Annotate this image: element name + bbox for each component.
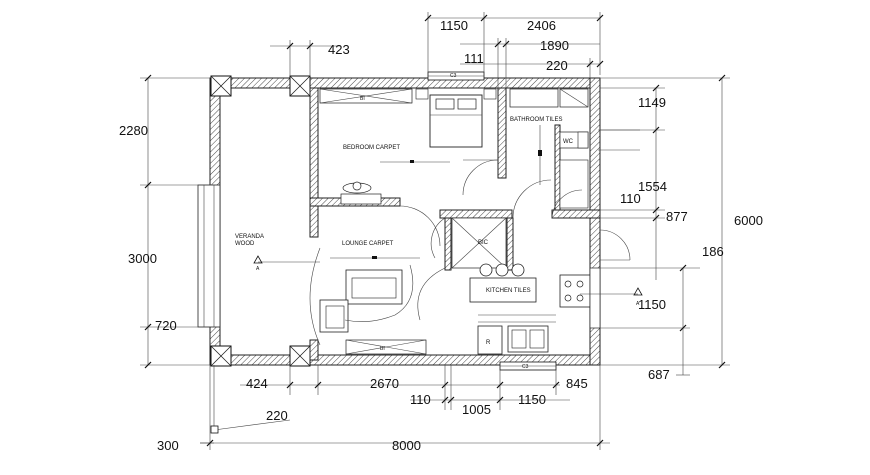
- bic-label: BIC: [478, 240, 489, 246]
- window-tag-c3-top: C3: [450, 73, 457, 79]
- bedroom-label: BEDROOM CARPET: [343, 145, 400, 151]
- bathroom-label: BATHROOM TILES: [510, 117, 562, 123]
- bathroom: BATHROOM TILES WC: [509, 88, 640, 219]
- veranda-label-2: WOOD: [235, 241, 255, 247]
- fridge-label: R: [486, 340, 491, 346]
- dim-top-220: 220: [546, 58, 568, 73]
- dim-right-1554: 1554: [638, 179, 667, 194]
- section-markers: A A: [253, 255, 643, 307]
- dim-right-110: 110: [620, 191, 641, 206]
- dim-top-423: 423: [328, 42, 350, 57]
- dim-bottom-1005: 1005: [462, 402, 491, 417]
- dim-bottom-424: 424: [246, 376, 268, 391]
- dim-top-111: 111: [464, 51, 484, 66]
- dim-right-687: 687: [648, 367, 670, 382]
- dim-left-3000: 3000: [128, 251, 157, 266]
- dim-right-877: 877: [666, 209, 688, 224]
- reference-marker: [210, 425, 219, 434]
- veranda: VERANDA WOOD: [235, 234, 264, 247]
- cupboard-tag-bi-bottom: BI: [380, 346, 385, 352]
- section-marker-left: A: [256, 266, 260, 272]
- window-tag-c3-bottom: C3: [522, 364, 529, 370]
- dim-bottom-2670: 2670: [370, 376, 399, 391]
- lounge-label: LOUNGE CARPET: [342, 241, 394, 247]
- dim-top-1150: 1150: [440, 18, 468, 33]
- dim-bottom-220: 220: [266, 408, 288, 423]
- dim-right-1149: 1149: [638, 95, 666, 110]
- interior-walls: [309, 87, 601, 361]
- dim-right-1150: 1150: [638, 297, 666, 312]
- kitchen-label: KITCHEN TILES: [486, 288, 531, 294]
- built-in-cupboard: BIC: [430, 217, 507, 269]
- dim-left-2280: 2280: [119, 123, 148, 138]
- section-marker-right: A: [636, 301, 640, 307]
- kitchen: KITCHEN TILES R: [417, 229, 631, 355]
- dim-right-6000: 6000: [734, 213, 763, 228]
- veranda-label-1: VERANDA: [235, 234, 264, 240]
- lounge: LOUNGE CARPET BI: [309, 205, 441, 355]
- dim-bottom-300: 300: [157, 438, 179, 453]
- bedroom: BI BEDROOM CARPET: [319, 88, 499, 205]
- structural-columns: [210, 75, 311, 367]
- wardrobe-tag-bi: BI: [360, 96, 365, 102]
- dim-top-2406: 2406: [527, 18, 556, 33]
- dim-bottom-8000: 8000: [392, 438, 421, 453]
- dimension-lines: [140, 12, 730, 450]
- dim-right-186: 186: [702, 244, 724, 259]
- dim-bottom-845: 845: [566, 376, 588, 391]
- dim-left-720: 720: [155, 318, 177, 333]
- dim-top-1890: 1890: [540, 38, 569, 53]
- wc-label: WC: [563, 139, 574, 145]
- dim-bottom-1150: 1150: [518, 392, 546, 407]
- dim-bottom-110: 110: [410, 392, 431, 407]
- dimension-ticks: [144, 14, 726, 447]
- dimension-labels: 1150 2406 423 111 1890 220 2280 3000 720…: [119, 18, 763, 453]
- kitchen-island: [469, 277, 537, 303]
